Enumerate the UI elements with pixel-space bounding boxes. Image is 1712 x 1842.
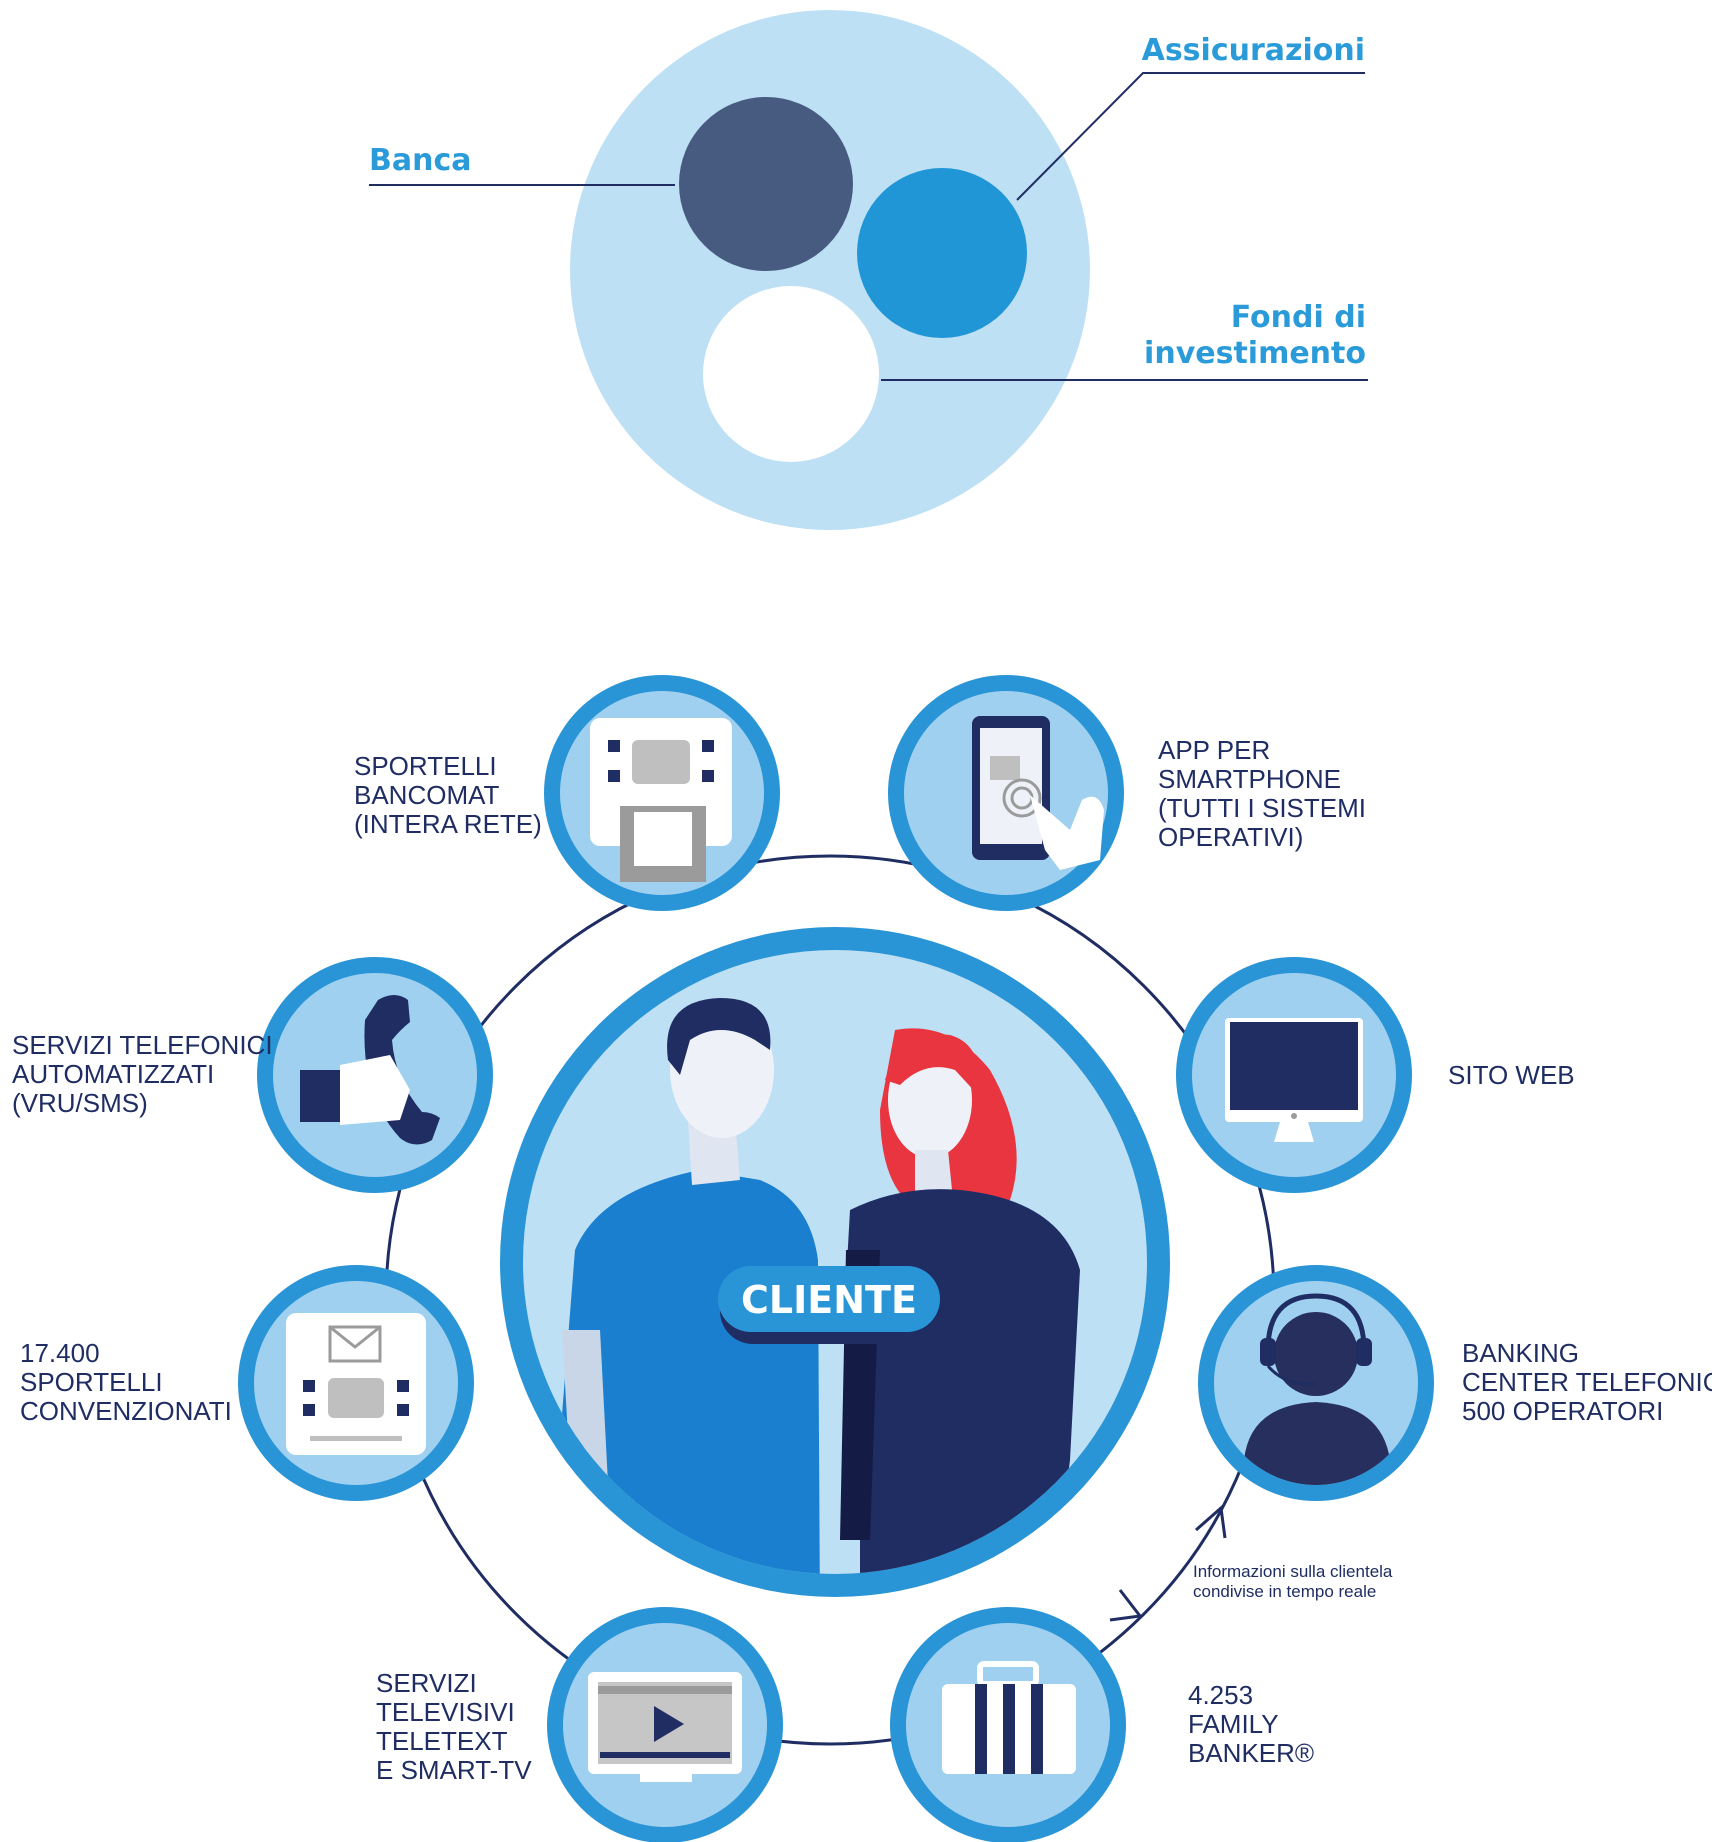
- label-info-condivise-2: condivise in tempo reale: [1193, 1582, 1376, 1601]
- label-app-3: (TUTTI I SISTEMI: [1158, 793, 1366, 823]
- node-sito-web[interactable]: [1176, 957, 1412, 1193]
- assicurazioni-label: Assicurazioni: [1142, 33, 1365, 68]
- node-app-smartphone[interactable]: [888, 675, 1124, 911]
- label-telefonici-1: SERVIZI TELEFONICI: [12, 1030, 273, 1060]
- assicurazioni-connector: [1016, 72, 1365, 201]
- label-sportelli-bancomat-1: SPORTELLI: [354, 751, 497, 781]
- banca-circle: [679, 97, 853, 271]
- node-family-banker[interactable]: [890, 1607, 1126, 1842]
- label-sportelli-bancomat-3: (INTERA RETE): [354, 809, 542, 839]
- atm-icon: [590, 718, 732, 882]
- label-convenzionati-3: CONVENZIONATI: [20, 1396, 232, 1426]
- tv-play-icon: [588, 1672, 742, 1782]
- label-app-4: OPERATIVI): [1158, 822, 1303, 852]
- monitor-icon: [1225, 1018, 1363, 1142]
- label-telefonici-2: AUTOMATIZZATI: [12, 1059, 214, 1089]
- cliente-badge: [718, 1266, 940, 1332]
- label-televisivi-1: SERVIZI: [376, 1668, 477, 1698]
- label-telefonici-3: (VRU/SMS): [12, 1088, 148, 1118]
- node-servizi-televisivi[interactable]: [547, 1607, 783, 1842]
- node-sportelli-convenzionati[interactable]: [238, 1265, 474, 1501]
- label-family-1: 4.253: [1188, 1680, 1253, 1710]
- phone-handset-icon: [300, 995, 440, 1145]
- label-televisivi-2: TELEVISIVI: [376, 1697, 515, 1727]
- woman-hair-top: [885, 1034, 980, 1095]
- label-televisivi-3: TELETEXT: [376, 1726, 508, 1756]
- assicurazioni-circle: [857, 168, 1027, 338]
- ring-arrow-up: [1195, 1505, 1227, 1539]
- label-family-2: FAMILY: [1188, 1709, 1279, 1739]
- top-diagram: Banca Assicurazioni Fondi di investiment…: [369, 10, 1368, 530]
- node-sportelli-bancomat[interactable]: [544, 675, 780, 911]
- label-sito-web: SITO WEB: [1448, 1060, 1575, 1090]
- hand-tap-icon: [1030, 795, 1104, 870]
- label-banking-2: CENTER TELEFONICO: [1462, 1367, 1712, 1397]
- fondi-label-line1: Fondi di: [1231, 300, 1366, 335]
- fondi-circle: [703, 286, 879, 462]
- label-banking-1: BANKING: [1462, 1338, 1579, 1368]
- cliente-label: CLIENTE: [741, 1278, 917, 1322]
- label-app-2: SMARTPHONE: [1158, 764, 1341, 794]
- man-hair: [667, 998, 771, 1075]
- label-televisivi-4: E SMART-TV: [376, 1755, 532, 1785]
- label-family-3: BANKER®: [1188, 1738, 1314, 1768]
- woman-neck: [915, 1150, 952, 1192]
- headset-operator-icon: [1244, 1293, 1390, 1485]
- node-servizi-telefonici[interactable]: [257, 957, 493, 1193]
- smartphone-icon: [972, 716, 1050, 860]
- briefcase-icon: [942, 1661, 1076, 1774]
- label-sportelli-bancomat-2: BANCOMAT: [354, 780, 500, 810]
- kiosk-envelope-icon: [286, 1313, 426, 1455]
- label-app-1: APP PER: [1158, 735, 1270, 765]
- ring-arrow-down: [1109, 1589, 1143, 1622]
- label-convenzionati-2: SPORTELLI: [20, 1367, 163, 1397]
- label-banking-3: 500 OPERATORI: [1462, 1396, 1663, 1426]
- label-convenzionati-1: 17.400: [20, 1338, 100, 1368]
- node-banking-center[interactable]: [1198, 1265, 1434, 1501]
- cliente-center: CLIENTE: [500, 927, 1170, 1597]
- banca-label: Banca: [369, 143, 472, 178]
- fondi-label-line2: investimento: [1144, 336, 1366, 371]
- label-info-condivise-1: Informazioni sulla clientela: [1193, 1562, 1393, 1581]
